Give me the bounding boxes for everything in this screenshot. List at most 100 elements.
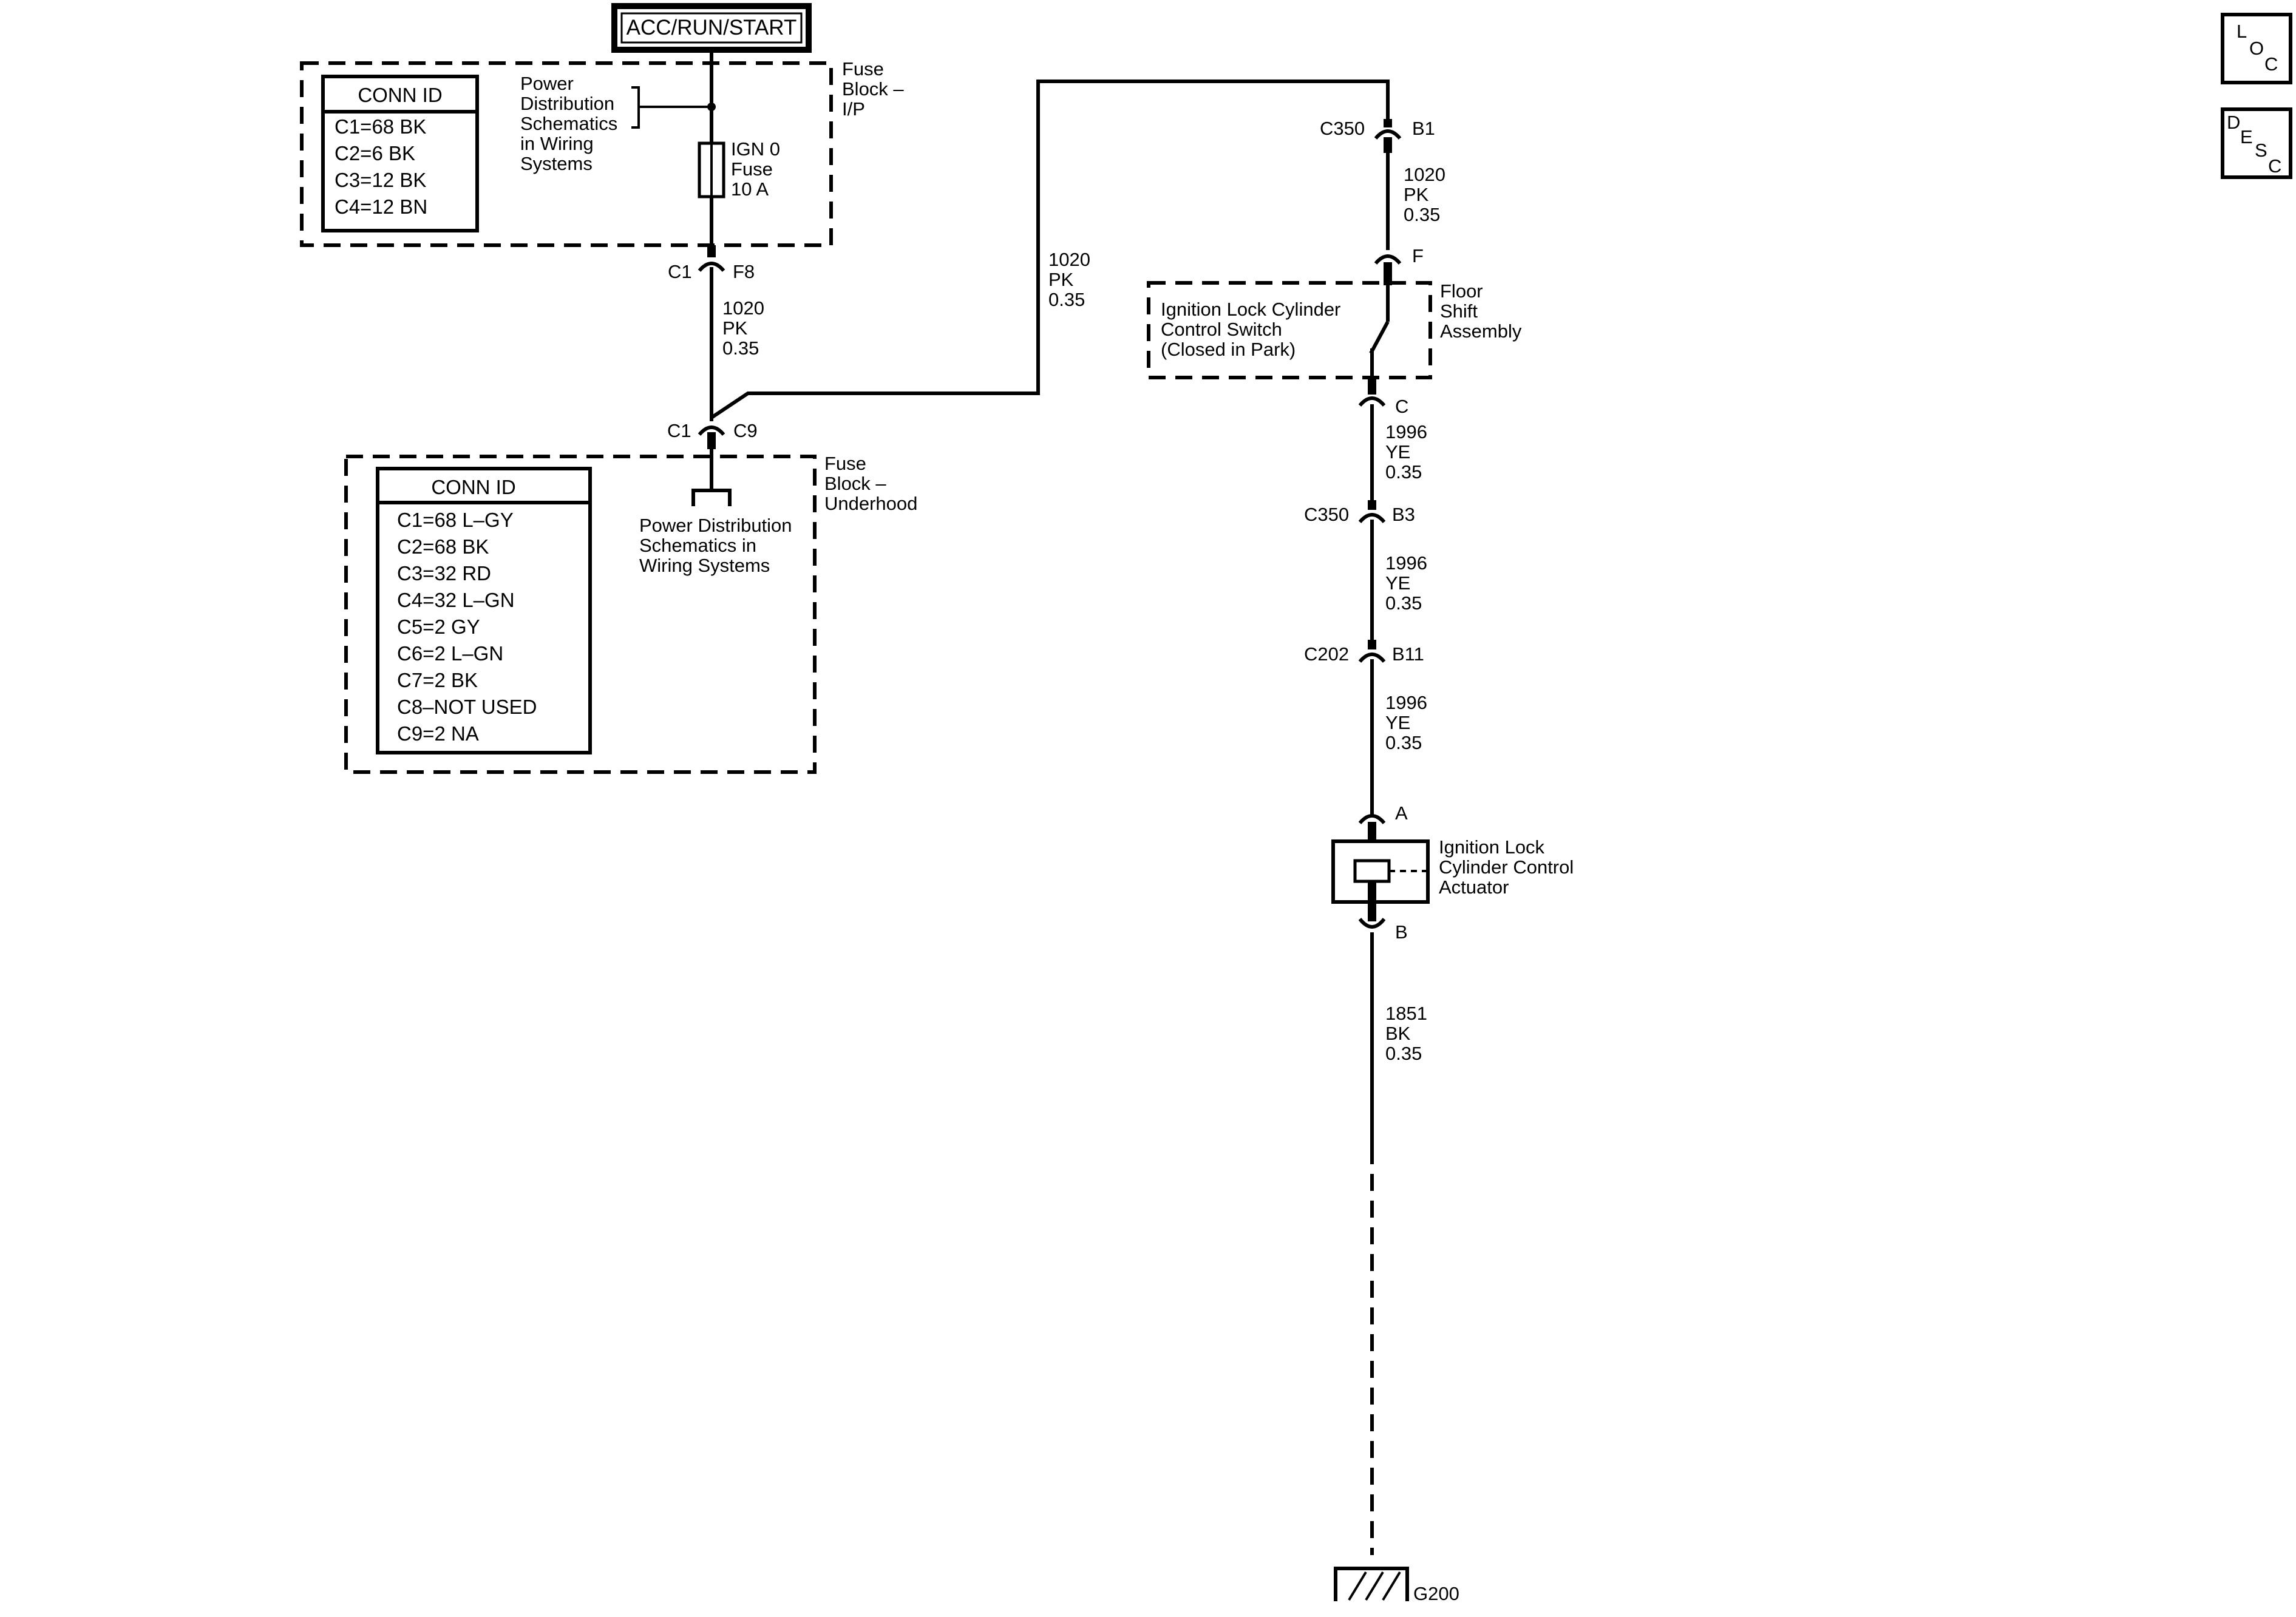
connector-c202-b11: C202 B11: [1304, 640, 1424, 665]
connector-c350-b1-conn: C350: [1320, 118, 1365, 139]
wire-1851-2: BK: [1385, 1023, 1411, 1044]
fuse-block-ip-label-3: I/P: [842, 98, 865, 120]
conn-id-uh-2: C2=68 BK: [397, 535, 489, 558]
switch-contact: [1369, 320, 1390, 354]
wire-1851-3: 0.35: [1385, 1043, 1422, 1064]
connector-c1-f8-pin: F8: [733, 261, 755, 282]
connector-c202-b11-pin: B11: [1392, 643, 1424, 665]
ground-g200: G200: [1334, 1567, 1459, 1604]
conn-id-title-ip: CONN ID: [358, 84, 442, 106]
wire-1020-c-3: 0.35: [1404, 204, 1440, 225]
connector-c1-c9-pin: C9: [733, 420, 758, 441]
switch-pin-bottom: C: [1395, 396, 1408, 417]
wire-1996-b-1: 1996: [1385, 552, 1427, 574]
connector-c202-b11-conn: C202: [1304, 643, 1349, 665]
power-dist-ref-ip-5: Systems: [520, 153, 593, 174]
wire-1996-c-1: 1996: [1385, 692, 1427, 713]
power-dist-bracket-underhood: [691, 489, 732, 506]
wire-1996-c-2: YE: [1385, 712, 1410, 733]
conn-id-table-ip: CONN ID C1=68 BK C2=6 BK C3=12 BK C4=12 …: [321, 75, 479, 232]
connector-c350-b3-conn: C350: [1304, 504, 1349, 525]
wire-underhood-to-c350: [710, 80, 1390, 419]
floor-shift-label-2: Shift: [1440, 300, 1478, 322]
actuator-coil-symbol: [1353, 859, 1391, 883]
loc-letter-3: C: [2264, 53, 2278, 75]
conn-id-uh-6: C6=2 L–GN: [397, 642, 503, 665]
power-dist-ref-uh-1: Power Distribution: [639, 515, 792, 536]
wire-1020-a-2: PK: [722, 317, 748, 339]
power-source-label: ACC/RUN/START: [627, 16, 797, 39]
desc-button[interactable]: D E S C: [2221, 107, 2292, 179]
wire-1996-a-2: YE: [1385, 441, 1410, 463]
fuse-label-2: Fuse: [731, 158, 773, 180]
power-dist-ref-ip-3: Schematics: [520, 113, 617, 134]
switch-pin-top: F: [1412, 245, 1424, 266]
fuse-block-underhood-label-1: Fuse: [824, 453, 866, 474]
conn-id-uh-1: C1=68 L–GY: [397, 509, 514, 531]
conn-id-title-uh: CONN ID: [431, 476, 515, 498]
connector-c1-f8-conn: C1: [668, 261, 692, 282]
power-dist-ref-ip-4: in Wiring: [520, 133, 594, 154]
loc-letter-1: L: [2237, 21, 2247, 42]
power-dist-ref-ip-1: Power: [520, 73, 574, 94]
switch-label-2: Control Switch: [1161, 319, 1282, 340]
wire-1020-b-1: 1020: [1048, 249, 1090, 270]
desc-letter-1: D: [2227, 112, 2240, 133]
fuse-block-ip-label-2: Block –: [842, 78, 904, 100]
desc-letter-2: E: [2240, 126, 2253, 147]
fuse-label-1: IGN 0: [731, 138, 780, 160]
wire-1996-c-3: 0.35: [1385, 732, 1422, 753]
switch-label-1: Ignition Lock Cylinder: [1161, 299, 1340, 320]
connector-c1-c9: C1 C9: [667, 420, 758, 449]
fuse-block-underhood-outline: [344, 455, 817, 774]
fuse-block-ip-outline: [300, 61, 833, 247]
loc-button[interactable]: L O C: [2221, 13, 2292, 84]
fuse-block-underhood-label-2: Block –: [824, 473, 886, 494]
wire-1996-b-3: 0.35: [1385, 592, 1422, 614]
wire-1996-b-2: YE: [1385, 572, 1410, 594]
loc-letter-2: O: [2249, 38, 2264, 59]
conn-id-ip-3: C3=12 BK: [335, 169, 426, 191]
fuse-label-3: 10 A: [731, 178, 769, 200]
ground-label: G200: [1413, 1583, 1459, 1604]
floor-shift-label-3: Assembly: [1440, 320, 1522, 342]
conn-id-ip-4: C4=12 BN: [335, 195, 427, 218]
floor-shift-outline: [1147, 281, 1432, 379]
connector-c350-b3: C350 B3: [1304, 500, 1415, 525]
wire-1020-a-1: 1020: [722, 297, 764, 319]
desc-letter-3: S: [2255, 140, 2267, 161]
conn-id-uh-3: C3=32 RD: [397, 562, 491, 585]
actuator-label-2: Cylinder Control: [1439, 856, 1574, 878]
fuse-block-ip-label-1: Fuse: [842, 58, 884, 80]
ignition-lock-actuator: A B Ignition Lock Cylinder Control Actua…: [1331, 802, 1574, 943]
wire-1020-b-3: 0.35: [1048, 289, 1085, 310]
conn-id-uh-4: C4=32 L–GN: [397, 589, 515, 611]
actuator-label-1: Ignition Lock: [1439, 836, 1545, 858]
conn-id-uh-7: C7=2 BK: [397, 669, 478, 691]
conn-id-uh-5: C5=2 GY: [397, 615, 480, 638]
actuator-pin-bottom: B: [1395, 921, 1408, 943]
wire-1996-a-1: 1996: [1385, 421, 1427, 442]
connector-c1-c9-conn: C1: [667, 420, 691, 441]
wire-1851-1: 1851: [1385, 1003, 1427, 1024]
wire-1020-c-1: 1020: [1404, 164, 1445, 185]
conn-id-uh-9: C9=2 NA: [397, 722, 479, 745]
fuse-block-ip: Fuse Block – I/P CONN ID C1=68 BK C2=6 B…: [300, 58, 904, 247]
desc-letter-4: C: [2268, 155, 2281, 177]
conn-id-uh-8: C8–NOT USED: [397, 696, 537, 718]
conn-id-ip-1: C1=68 BK: [335, 115, 426, 138]
connector-c350-b3-pin: B3: [1392, 504, 1415, 525]
wire-1996-a-3: 0.35: [1385, 461, 1422, 483]
power-dist-ref-uh-2: Schematics in: [639, 535, 756, 556]
wire-1020-b-2: PK: [1048, 269, 1074, 290]
actuator-label-3: Actuator: [1439, 876, 1509, 898]
floor-shift-label-1: Floor: [1440, 280, 1483, 302]
power-source-box: ACC/RUN/START: [611, 3, 812, 53]
wire-1020-a-3: 0.35: [722, 337, 759, 359]
connector-c350-b1: C350 B1: [1320, 118, 1435, 153]
power-dist-ref-uh-3: Wiring Systems: [639, 555, 770, 576]
power-dist-bracket-ip: [631, 86, 712, 129]
actuator-pin-top: A: [1395, 802, 1408, 824]
conn-id-table-underhood: CONN ID C1=68 L–GY C2=68 BK C3=32 RD C4=…: [376, 467, 592, 754]
